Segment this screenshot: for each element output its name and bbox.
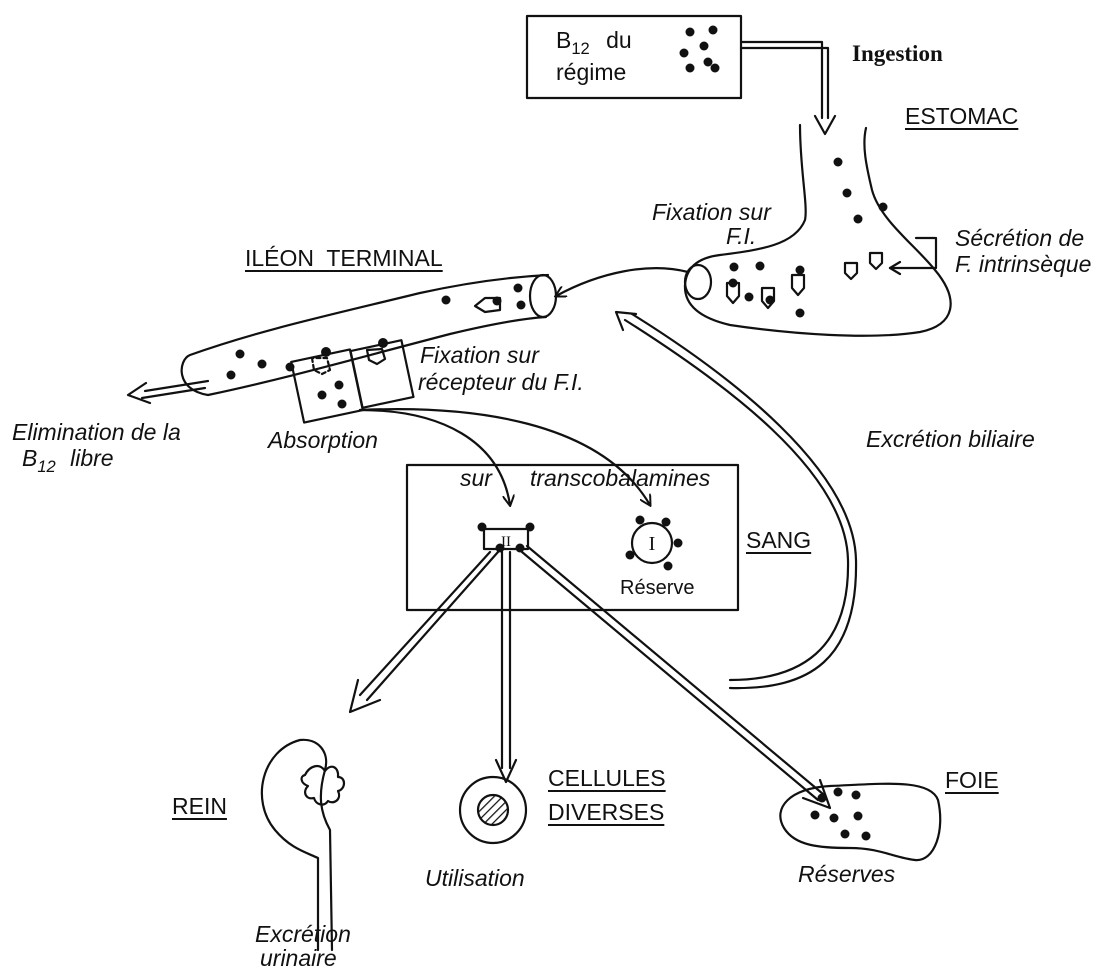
- fixation-fi-label-2: F.I.: [726, 223, 757, 249]
- rein-label: REIN: [172, 793, 227, 819]
- fixation-receptor-label-1: Fixation sur: [420, 342, 539, 368]
- tc-two-label: II: [501, 534, 511, 550]
- secretion-arrow: [888, 236, 938, 270]
- ileon-label: ILÉON TERMINAL: [245, 245, 443, 271]
- utilisation-label: Utilisation: [425, 865, 525, 891]
- absorption-to-tc2-arrow: [358, 408, 510, 505]
- blood-box: [405, 463, 740, 612]
- liver-dots: [810, 787, 871, 841]
- liver-outline: [779, 782, 942, 862]
- diet-label: B12 du: [556, 27, 632, 58]
- fixation-fi-label-1: Fixation sur: [652, 199, 771, 225]
- elimination-label-2: B12 libre: [22, 445, 114, 476]
- transco-sur-label: sur: [460, 465, 492, 491]
- blood-to-kidney-arrow: [358, 550, 500, 702]
- reserves-label: Réserves: [798, 861, 896, 887]
- estomac-label: ESTOMAC: [905, 103, 1019, 129]
- blood-to-cells-arrow: [500, 550, 512, 770]
- elimination-arrow: [140, 379, 210, 400]
- ingestion-label: Ingestion: [852, 41, 943, 66]
- ingestion-arrow: [739, 40, 830, 120]
- excretion-biliaire-label: Excrétion biliaire: [866, 426, 1035, 452]
- stomach-outline: [683, 123, 952, 337]
- cell-outline: [458, 775, 528, 845]
- excretion-urinaire-label-2: urinaire: [260, 945, 337, 971]
- blood-to-liver-arrow: [520, 544, 825, 802]
- ileum-outline: [180, 273, 550, 397]
- foie-label: FOIE: [945, 767, 999, 793]
- transcobalamines-label: transcobalamines: [530, 465, 711, 491]
- reserve-label: Réserve: [620, 577, 695, 599]
- transcobalamin-i: [630, 521, 674, 565]
- tc-one-label: I: [649, 533, 656, 555]
- cellules-label: CELLULES: [548, 765, 666, 791]
- secretion-label-2: F. intrinsèque: [955, 251, 1092, 277]
- absorption-to-tc1-arrow: [358, 408, 650, 505]
- receptor-cell: [349, 339, 415, 409]
- secretion-label-1: Sécrétion de: [955, 225, 1085, 251]
- kidney-outline: [260, 738, 334, 952]
- diet-dots: [679, 25, 720, 73]
- absorption-label: Absorption: [268, 427, 378, 453]
- sang-label: SANG: [746, 527, 812, 553]
- excretion-urinaire-label-1: Excrétion: [255, 921, 351, 947]
- diet-box: [525, 14, 743, 100]
- fixation-receptor-label-2: récepteur du F.I.: [418, 369, 584, 395]
- stomach-to-ileum-arrow: [556, 267, 690, 296]
- elimination-label-1: Elimination de la: [12, 419, 181, 445]
- transcobalamin-ii: [482, 527, 530, 551]
- diet-regime-label: régime: [556, 59, 627, 85]
- biliary-excretion-path: [623, 312, 858, 690]
- diverses-label: DIVERSES: [548, 799, 665, 825]
- intrinsic-factor-shapes: [725, 251, 884, 310]
